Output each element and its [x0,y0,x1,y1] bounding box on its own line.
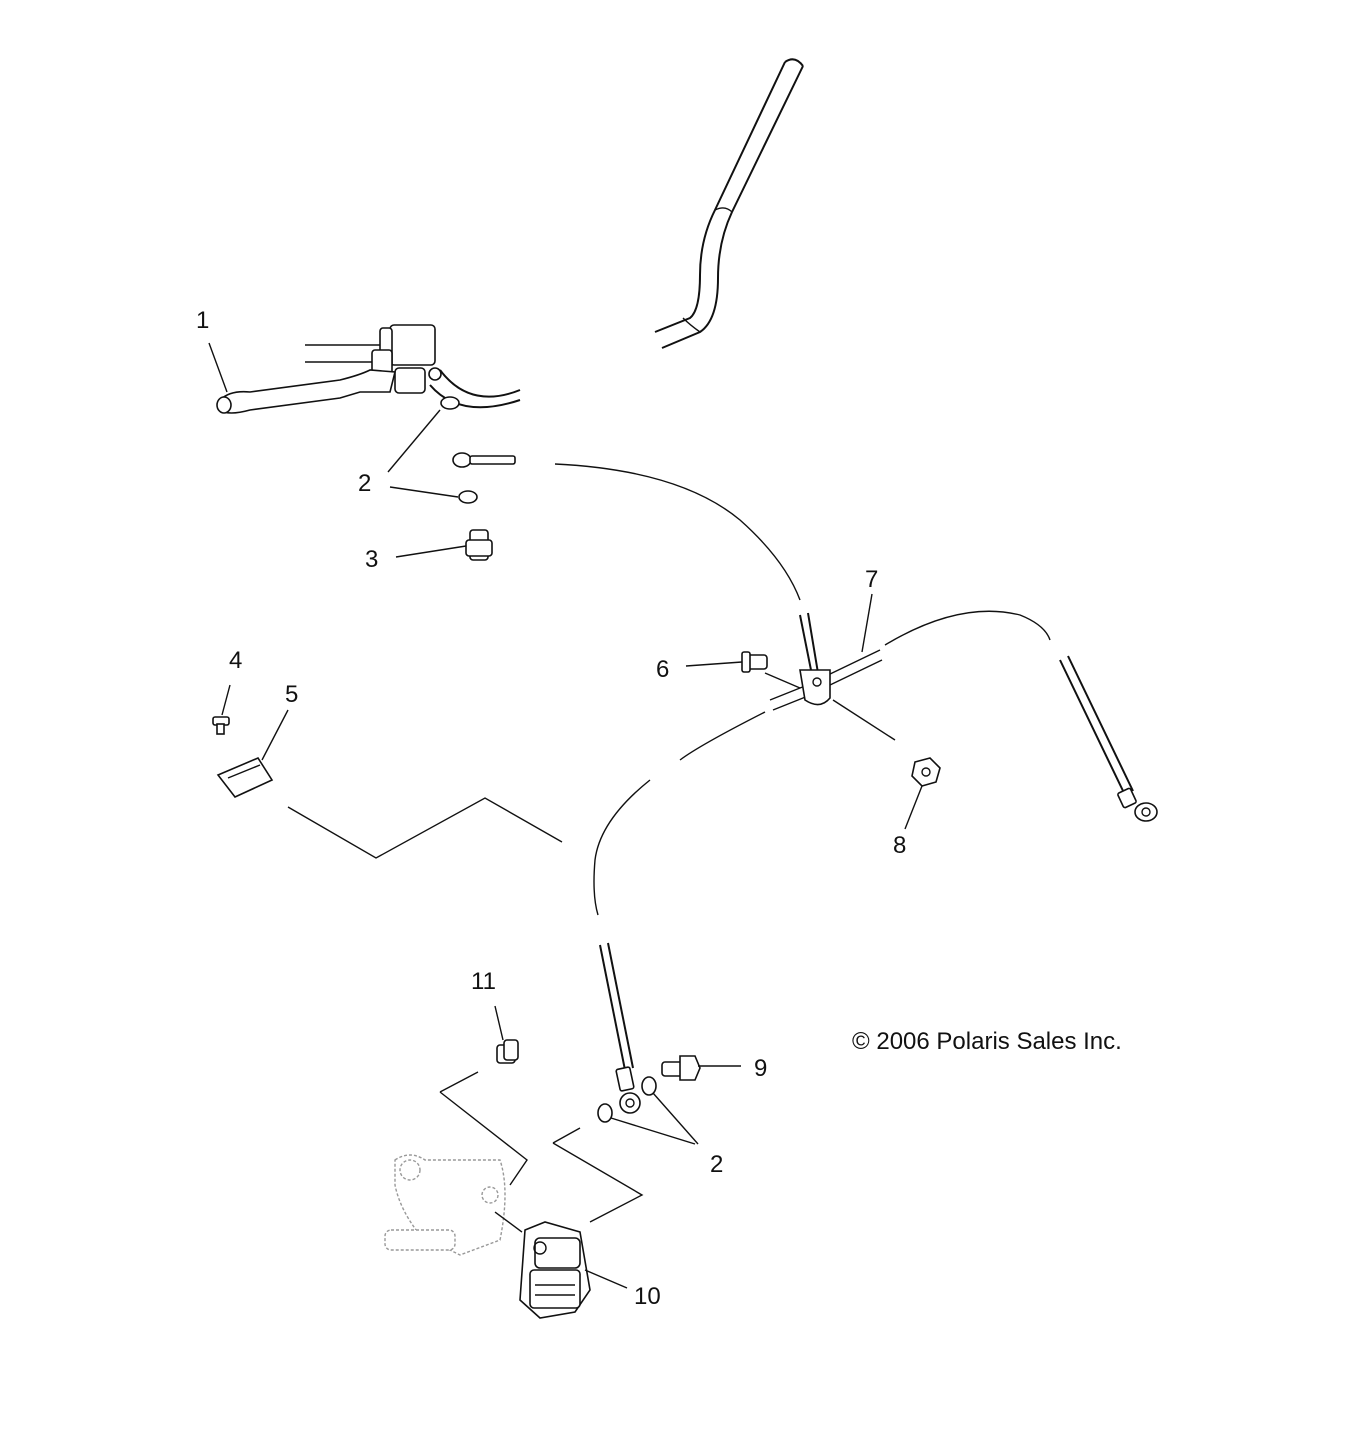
callout-4: 4 [229,647,242,674]
banjo-bolt [465,529,493,561]
callout-10: 10 [634,1283,661,1310]
brake-hose [554,463,1158,1114]
callout-3: 3 [365,546,378,573]
lower-bolt-11 [496,1039,519,1064]
washer-bottom-2 [641,1076,657,1096]
master-cylinder-lever [216,324,442,414]
callout-7: 7 [865,566,878,593]
clip-routing-line [287,797,563,859]
callout-2-upper: 2 [358,470,371,497]
clamp-bolt [741,651,768,673]
copyright-notice: © 2006 Polaris Sales Inc. [852,1028,1122,1055]
callout-11: 11 [471,968,496,995]
callout-6: 6 [656,656,669,683]
washer-top-1 [440,396,460,410]
callout-1: 1 [196,307,209,334]
callout-5: 5 [285,681,298,708]
callout-9: 9 [754,1055,767,1082]
callout-2-lower: 2 [710,1151,723,1178]
hose-upper-fitting [452,452,516,468]
small-screw [212,716,230,735]
lower-assembly-lines [439,1071,644,1223]
banjo-bolt-9 [661,1055,701,1081]
leader-lines [208,342,923,1289]
washer-bottom-1 [597,1103,613,1123]
hose-clamp [764,669,896,741]
handlebar [429,58,804,409]
steering-knuckle [384,1154,506,1256]
washer-top-2 [458,490,478,504]
callout-8: 8 [893,832,906,859]
brake-caliper [519,1221,591,1319]
clamp-nut [911,757,941,787]
hose-clip [216,756,274,798]
